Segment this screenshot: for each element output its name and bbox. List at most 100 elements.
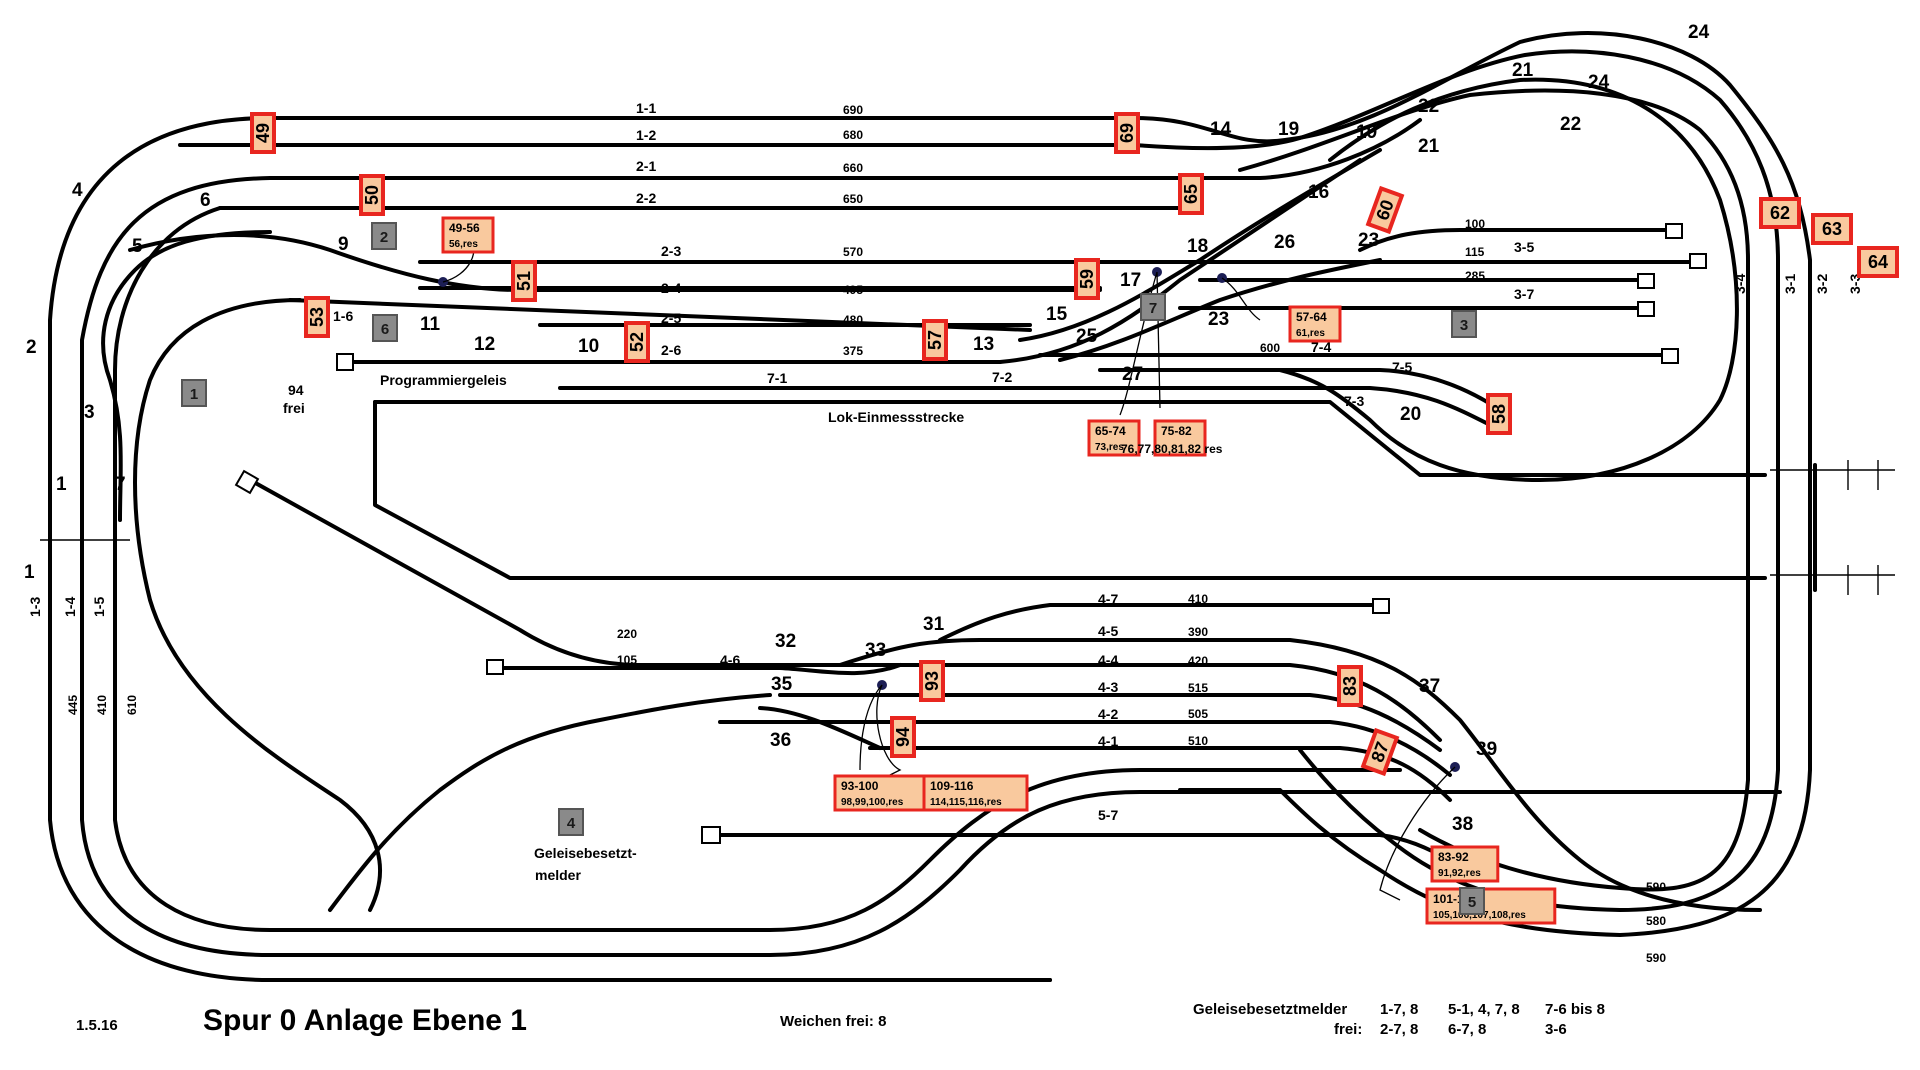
length-label: 495 xyxy=(843,283,863,297)
track-upper-right-2 xyxy=(1133,49,1780,912)
track-label: 3-4 xyxy=(1732,274,1748,294)
turnout-label: 18 xyxy=(1187,236,1208,257)
track-1-6 xyxy=(133,298,382,912)
signal-number: 63 xyxy=(1822,219,1842,239)
turnout-label: 1 xyxy=(24,562,35,583)
module-number: 5 xyxy=(1468,894,1476,911)
turnout-label: 23 xyxy=(1358,230,1379,251)
extra-res-label: 76,77,80,81,82 res xyxy=(1121,442,1223,456)
detector-reserved: 105,106,107,108,res xyxy=(1433,910,1526,921)
turnout-label: 20 xyxy=(1400,404,1421,425)
turnout-label: 10 xyxy=(578,336,599,357)
track-label: 7-1 xyxy=(767,370,787,386)
module-marker-3: 3 xyxy=(1451,310,1477,338)
turnout-label: 6 xyxy=(200,190,211,211)
turnout-label: 36 xyxy=(770,730,791,751)
turnout-label: 13 xyxy=(973,334,994,355)
signal-87: 87 xyxy=(1360,727,1400,777)
signal-69: 69 xyxy=(1114,112,1140,154)
signal-52: 52 xyxy=(624,321,650,363)
signal-60: 60 xyxy=(1365,185,1405,235)
turnout-label: 7 xyxy=(115,474,126,495)
track-diag-3 xyxy=(1058,258,1382,362)
signal-59: 59 xyxy=(1074,258,1100,300)
signal-53: 53 xyxy=(304,296,330,338)
footer-title: Spur 0 Anlage Ebene 1 xyxy=(203,1004,527,1037)
detector-range: 93-100 xyxy=(841,779,879,793)
length-label: 100 xyxy=(1465,217,1485,231)
turnout-label: 22 xyxy=(1560,114,1581,135)
buffer-stop xyxy=(1637,273,1655,289)
tracks xyxy=(48,31,1817,982)
buffer-stop xyxy=(1372,598,1390,614)
gbm-label-line2: melder xyxy=(535,867,581,883)
detector-reserved: 114,115,116,res xyxy=(930,797,1002,808)
track-label: 3-3 xyxy=(1847,274,1863,294)
track-4-4 xyxy=(778,663,1442,742)
track-4-5 xyxy=(838,638,1762,912)
turnout-label: 19 xyxy=(1356,122,1377,143)
detector-reserved: 61,res xyxy=(1296,328,1325,339)
track-label: 2-2 xyxy=(636,190,656,206)
signal-62: 62 xyxy=(1759,197,1801,229)
leader-line xyxy=(1379,766,1456,901)
length-label: 515 xyxy=(1188,681,1208,695)
length-label: 590 xyxy=(1646,951,1666,965)
track-label: 7-5 xyxy=(1392,359,1412,375)
detector-range: 109-116 xyxy=(930,779,974,793)
length-label: 680 xyxy=(843,128,863,142)
track-label: 4-4 xyxy=(1098,652,1118,668)
track-4-7 xyxy=(938,603,1382,642)
turnout-label: 39 xyxy=(1476,739,1497,760)
module-number: 1 xyxy=(190,386,198,403)
turnout-label: 22 xyxy=(1418,96,1439,117)
buffer-stop xyxy=(336,353,354,371)
turnout-label: 17 xyxy=(1120,270,1141,291)
signal-number: 62 xyxy=(1770,203,1790,223)
turnout-label: 24 xyxy=(1688,22,1710,43)
module-marker-2: 2 xyxy=(371,222,397,250)
length-label: 410 xyxy=(1188,592,1208,606)
turnout-label: 25 xyxy=(1076,326,1098,347)
footer-weichen: Weichen frei: 8 xyxy=(780,1013,886,1030)
track-outer-left xyxy=(48,116,1052,982)
signal-64: 64 xyxy=(1857,246,1899,278)
leader-line xyxy=(1119,271,1158,416)
length-label: 610 xyxy=(125,695,139,715)
buffer-stops xyxy=(234,223,1707,844)
track-2-1 xyxy=(268,118,1422,180)
signal-number: 64 xyxy=(1868,252,1888,272)
track-upper-right-1 xyxy=(1133,31,1812,937)
module-marker-4: 4 xyxy=(558,808,584,836)
signal-50: 50 xyxy=(359,174,385,216)
module-number: 4 xyxy=(567,815,576,832)
signal-number: 50 xyxy=(362,185,382,205)
signal-number: 53 xyxy=(307,307,327,327)
signal-number: 51 xyxy=(514,271,534,291)
module-number: 2 xyxy=(380,229,388,246)
track-label: 4-5 xyxy=(1098,623,1118,639)
detector-reserved: 73,res xyxy=(1095,442,1124,453)
turnout-label: 16 xyxy=(1308,182,1329,203)
signal-number: 83 xyxy=(1340,676,1360,696)
track-left-s1 xyxy=(101,230,272,522)
track-4-6 xyxy=(493,663,902,676)
turnout-label: 21 xyxy=(1512,60,1534,81)
turnout-label: 12 xyxy=(474,334,495,355)
leader-line xyxy=(1221,277,1261,321)
footer-gbm-c3-r2: 3-6 xyxy=(1545,1021,1567,1038)
signal-51: 51 xyxy=(511,260,537,302)
track-5-7 xyxy=(708,833,1482,882)
detector-range: 57-64 xyxy=(1296,310,1327,324)
detector-boxes: 49-5656,res57-6461,res65-7473,res75-8293… xyxy=(441,216,1557,925)
buffer-stop xyxy=(1637,301,1655,317)
lok-einmess-label: Lok-Einmessstrecke xyxy=(828,409,964,425)
length-label: 390 xyxy=(1188,625,1208,639)
module-number: 7 xyxy=(1149,300,1157,317)
buffer-stop xyxy=(486,659,504,675)
